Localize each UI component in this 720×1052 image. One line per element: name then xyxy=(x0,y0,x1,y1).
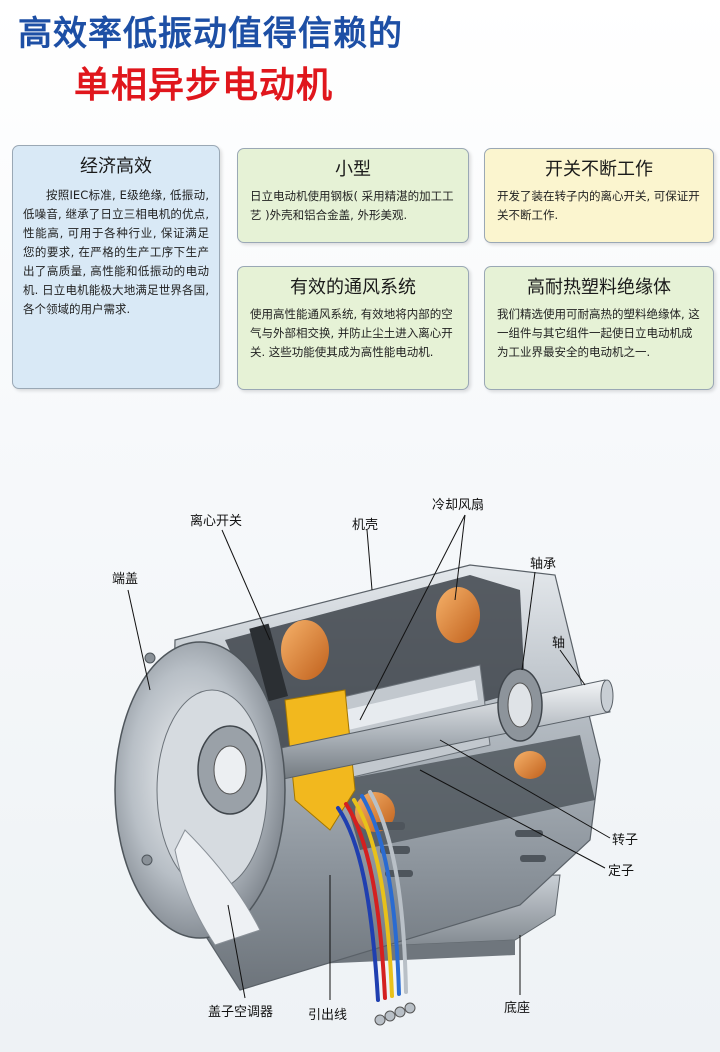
card-title: 高耐热塑料绝缘体 xyxy=(527,277,671,298)
label-cooling-fan: 冷却风扇 xyxy=(432,498,485,513)
card-title: 经济高效 xyxy=(80,156,152,177)
label-lead-wire: 引出线 xyxy=(308,1008,348,1023)
label-base: 底座 xyxy=(504,1001,531,1016)
label-rotor: 转子 xyxy=(612,833,639,848)
lead-wires xyxy=(336,790,408,1002)
card-text: 使用高性能通风系统, 有效地将内部的空气与外部相交换, 并防止尘土进入离心开关.… xyxy=(250,307,453,359)
card-text: 我们精选使用可耐高热的塑料绝缘体, 这一组件与其它组件一起使日立电动机成为工业界… xyxy=(497,307,700,359)
card-title: 开关不断工作 xyxy=(545,159,653,180)
page-title-line1: 高效率低振动值得信赖的 xyxy=(18,14,403,54)
card-text: 开发了装在转子内的离心开关, 可保证开关不断工作. xyxy=(497,189,700,222)
switch-plate xyxy=(249,623,289,702)
label-bearing: 轴承 xyxy=(530,557,557,572)
card-title: 有效的通风系统 xyxy=(290,277,416,298)
card-switch: 开关不断工作 开发了装在转子内的离心开关, 可保证开关不断工作. xyxy=(484,148,714,243)
label-shaft: 轴 xyxy=(552,636,566,651)
page-title-line2: 单相异步电动机 xyxy=(74,65,334,106)
card-text: 按照IEC标准, E级绝缘, 低振动, 低噪音, 继承了日立三相电机的优点, 性… xyxy=(23,188,209,316)
stator-coil xyxy=(514,751,546,779)
label-centrifugal-switch: 离心开关 xyxy=(190,514,243,529)
card-title: 小型 xyxy=(335,159,371,180)
label-end-cover: 端盖 xyxy=(112,572,139,587)
stator-coil xyxy=(281,620,329,680)
card-ventilation: 有效的通风系统 使用高性能通风系统, 有效地将内部的空气与外部相交换, 并防止尘… xyxy=(237,266,469,390)
card-economy: 经济高效 按照IEC标准, E级绝缘, 低振动, 低噪音, 继承了日立三相电机的… xyxy=(12,145,220,389)
card-compact: 小型 日立电动机使用钢板( 采用精湛的加工工艺 )外壳和铝合金盖, 外形美观. xyxy=(237,148,469,243)
card-text: 日立电动机使用钢板( 采用精湛的加工工艺 )外壳和铝合金盖, 外形美观. xyxy=(250,189,454,222)
label-housing: 机壳 xyxy=(352,518,379,533)
stator-coil xyxy=(436,587,480,643)
label-stator: 定子 xyxy=(608,864,635,879)
card-insulator: 高耐热塑料绝缘体 我们精选使用可耐高热的塑料绝缘体, 这一组件与其它组件一起使日… xyxy=(484,266,714,390)
label-cover-regulator: 盖子空调器 xyxy=(208,1005,274,1020)
